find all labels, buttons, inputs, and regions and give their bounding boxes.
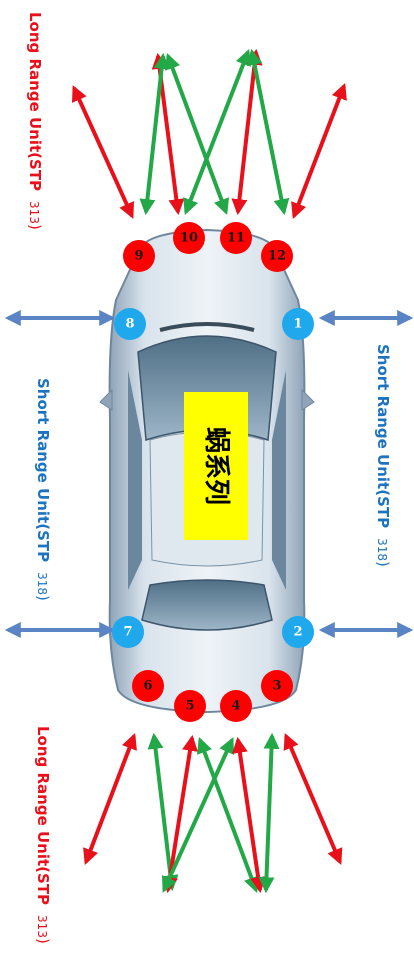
sensor-circle bbox=[132, 670, 164, 702]
sensor-circle bbox=[173, 222, 205, 254]
sensor-number: 7 bbox=[123, 625, 132, 640]
sensor-8: 8 bbox=[114, 308, 146, 340]
sensor-circle bbox=[220, 222, 252, 254]
sensor-circle bbox=[282, 616, 314, 648]
top-long-range-arrows bbox=[71, 48, 347, 219]
sensor-10: 10 bbox=[173, 222, 205, 254]
sensor-12: 12 bbox=[261, 240, 293, 272]
sensor-number: 3 bbox=[272, 679, 281, 694]
label-long-range-bottom: Long Range Unit(STP313) bbox=[34, 726, 52, 944]
sensor-11: 11 bbox=[220, 222, 252, 254]
sensor-1: 1 bbox=[282, 308, 314, 340]
sensor-number: 6 bbox=[143, 679, 152, 694]
sensor-circle bbox=[261, 240, 293, 272]
sensor-number: 8 bbox=[125, 317, 134, 332]
sensor-number: 12 bbox=[268, 249, 286, 264]
sensor-6: 6 bbox=[132, 670, 164, 702]
sensor-4: 4 bbox=[220, 690, 252, 722]
label-short-range-right: Short Range Unit(STP318) bbox=[374, 344, 392, 567]
label-short-range-left: Short Range Unit(STP318) bbox=[34, 378, 52, 601]
center-label: 蜗系列 bbox=[201, 427, 231, 505]
sensor-circle bbox=[174, 690, 206, 722]
sensor-number: 9 bbox=[134, 249, 143, 264]
sensor-circle bbox=[282, 308, 314, 340]
sensor-circle bbox=[114, 308, 146, 340]
sensor-3: 3 bbox=[261, 670, 293, 702]
sensor-number: 11 bbox=[227, 231, 245, 246]
sensor-9: 9 bbox=[123, 240, 155, 272]
sensor-number: 2 bbox=[293, 625, 302, 640]
sensor-5: 5 bbox=[174, 690, 206, 722]
sensor-number: 5 bbox=[185, 699, 194, 714]
sensor-circle bbox=[261, 670, 293, 702]
sensor-circle bbox=[112, 616, 144, 648]
center-label-box bbox=[184, 392, 248, 540]
sensor-7: 7 bbox=[112, 616, 144, 648]
sensor-circle bbox=[220, 690, 252, 722]
bottom-long-range-arrows bbox=[83, 732, 343, 894]
sensor-2: 2 bbox=[282, 616, 314, 648]
sensor-circle bbox=[123, 240, 155, 272]
label-long-range-top: Long Range Unit(STP313) bbox=[26, 12, 44, 230]
sensor-number: 1 bbox=[293, 317, 302, 332]
sensor-number: 10 bbox=[180, 231, 198, 246]
short-range-arrows bbox=[4, 310, 414, 638]
sensor-number: 4 bbox=[231, 699, 240, 714]
